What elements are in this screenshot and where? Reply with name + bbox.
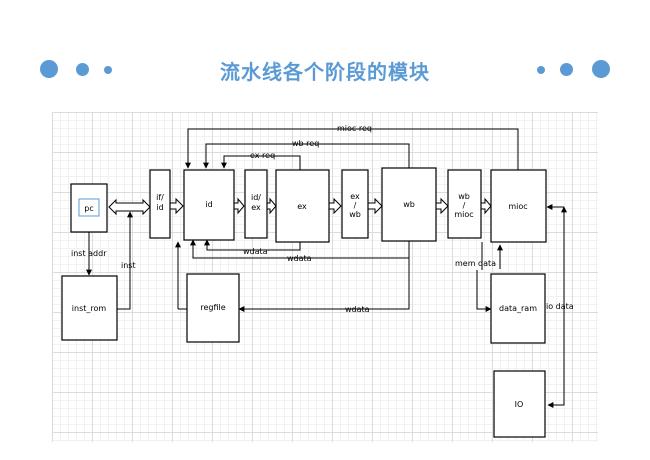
regfile-block: regfile [186,273,240,343]
wb-label: wb [403,200,415,209]
inst-addr-label: inst addr [71,249,107,258]
ex-wb-label-3: wb [349,210,361,219]
inst-wire [117,211,133,310]
if-id-label-1: if/ [156,193,164,202]
wb-mioc-label-3: mioc [454,210,473,219]
mioc-req-wire [185,128,519,170]
wdata-regfile-label: wdata [345,305,370,314]
ex-label: ex [297,202,307,211]
id-label: id [205,200,212,209]
decor-dot-large-left [40,60,58,78]
wb-req-label: wb req [292,139,319,148]
mem-data-label: mem data [455,259,496,268]
mioc-req-label: mioc req [337,124,372,133]
io-data-label: io data [546,302,574,311]
wb-mioc-label-1: wb [458,192,470,201]
if-id-label-2: id [156,203,163,212]
id-ex-label-1: id/ [251,193,261,202]
wdata-regfile-wire [238,258,410,312]
wdata-ex-label: wdata [243,247,268,256]
wb-block: wb [381,167,437,242]
wdata-ex-wire [204,239,301,251]
wdata-wb-wire [190,239,410,259]
data-ram-block: data_ram [490,273,546,344]
ex-wb-label-2: / [354,201,357,210]
page-title: 流水线各个阶段的模块 [220,60,430,84]
wb-mioc-block: wb / mioc [447,169,482,239]
io-data-wire [547,206,567,408]
ex-wb-block: ex / wb [341,169,369,239]
inst-label: inst [121,261,136,270]
ex-exwb-arrow [328,197,342,215]
id-ex-label-2: ex [251,203,261,212]
data-ram-label: data_ram [499,304,537,313]
ex-req-label: ex req [250,151,275,160]
id-ex-block: id/ ex [244,169,268,239]
decor-dot-small-left [104,66,112,74]
regfile-label: regfile [200,303,225,312]
wb-wbmioc-arrow [435,197,449,215]
decor-dot-small-right [537,66,545,74]
mem-data-wire-b [476,270,492,312]
pc-block: pc [70,183,108,233]
ex-block: ex [275,169,330,243]
if-id-block: if/ id [149,169,171,239]
wbmioc-mioc-arrow [480,197,492,215]
ex-req-wire [221,155,301,170]
mioc-block: mioc [490,169,547,243]
wdata-wb-label: wdata [287,254,312,263]
decor-dot-medium-left [76,63,89,76]
ifid-id-arrow [169,197,184,215]
pc-ifid-bus-arrow [108,198,151,216]
io-label: IO [515,400,524,409]
mioc-label: mioc [508,202,527,211]
io-block: IO [493,370,546,438]
exwb-wb-arrow [367,197,383,215]
inst-rom-label: inst_rom [72,304,107,313]
decor-dot-large-right [592,60,610,78]
inst-rom-block: inst_rom [61,275,118,341]
ex-wb-label-1: ex [350,192,360,201]
wb-mioc-label-2: / [463,201,466,210]
pc-label: pc [84,204,93,213]
wb-req-wire [203,143,410,169]
decor-dot-medium-right [560,63,573,76]
id-idex-arrow [233,197,245,215]
id-block: id [183,169,235,241]
idex-ex-arrow [266,197,277,215]
